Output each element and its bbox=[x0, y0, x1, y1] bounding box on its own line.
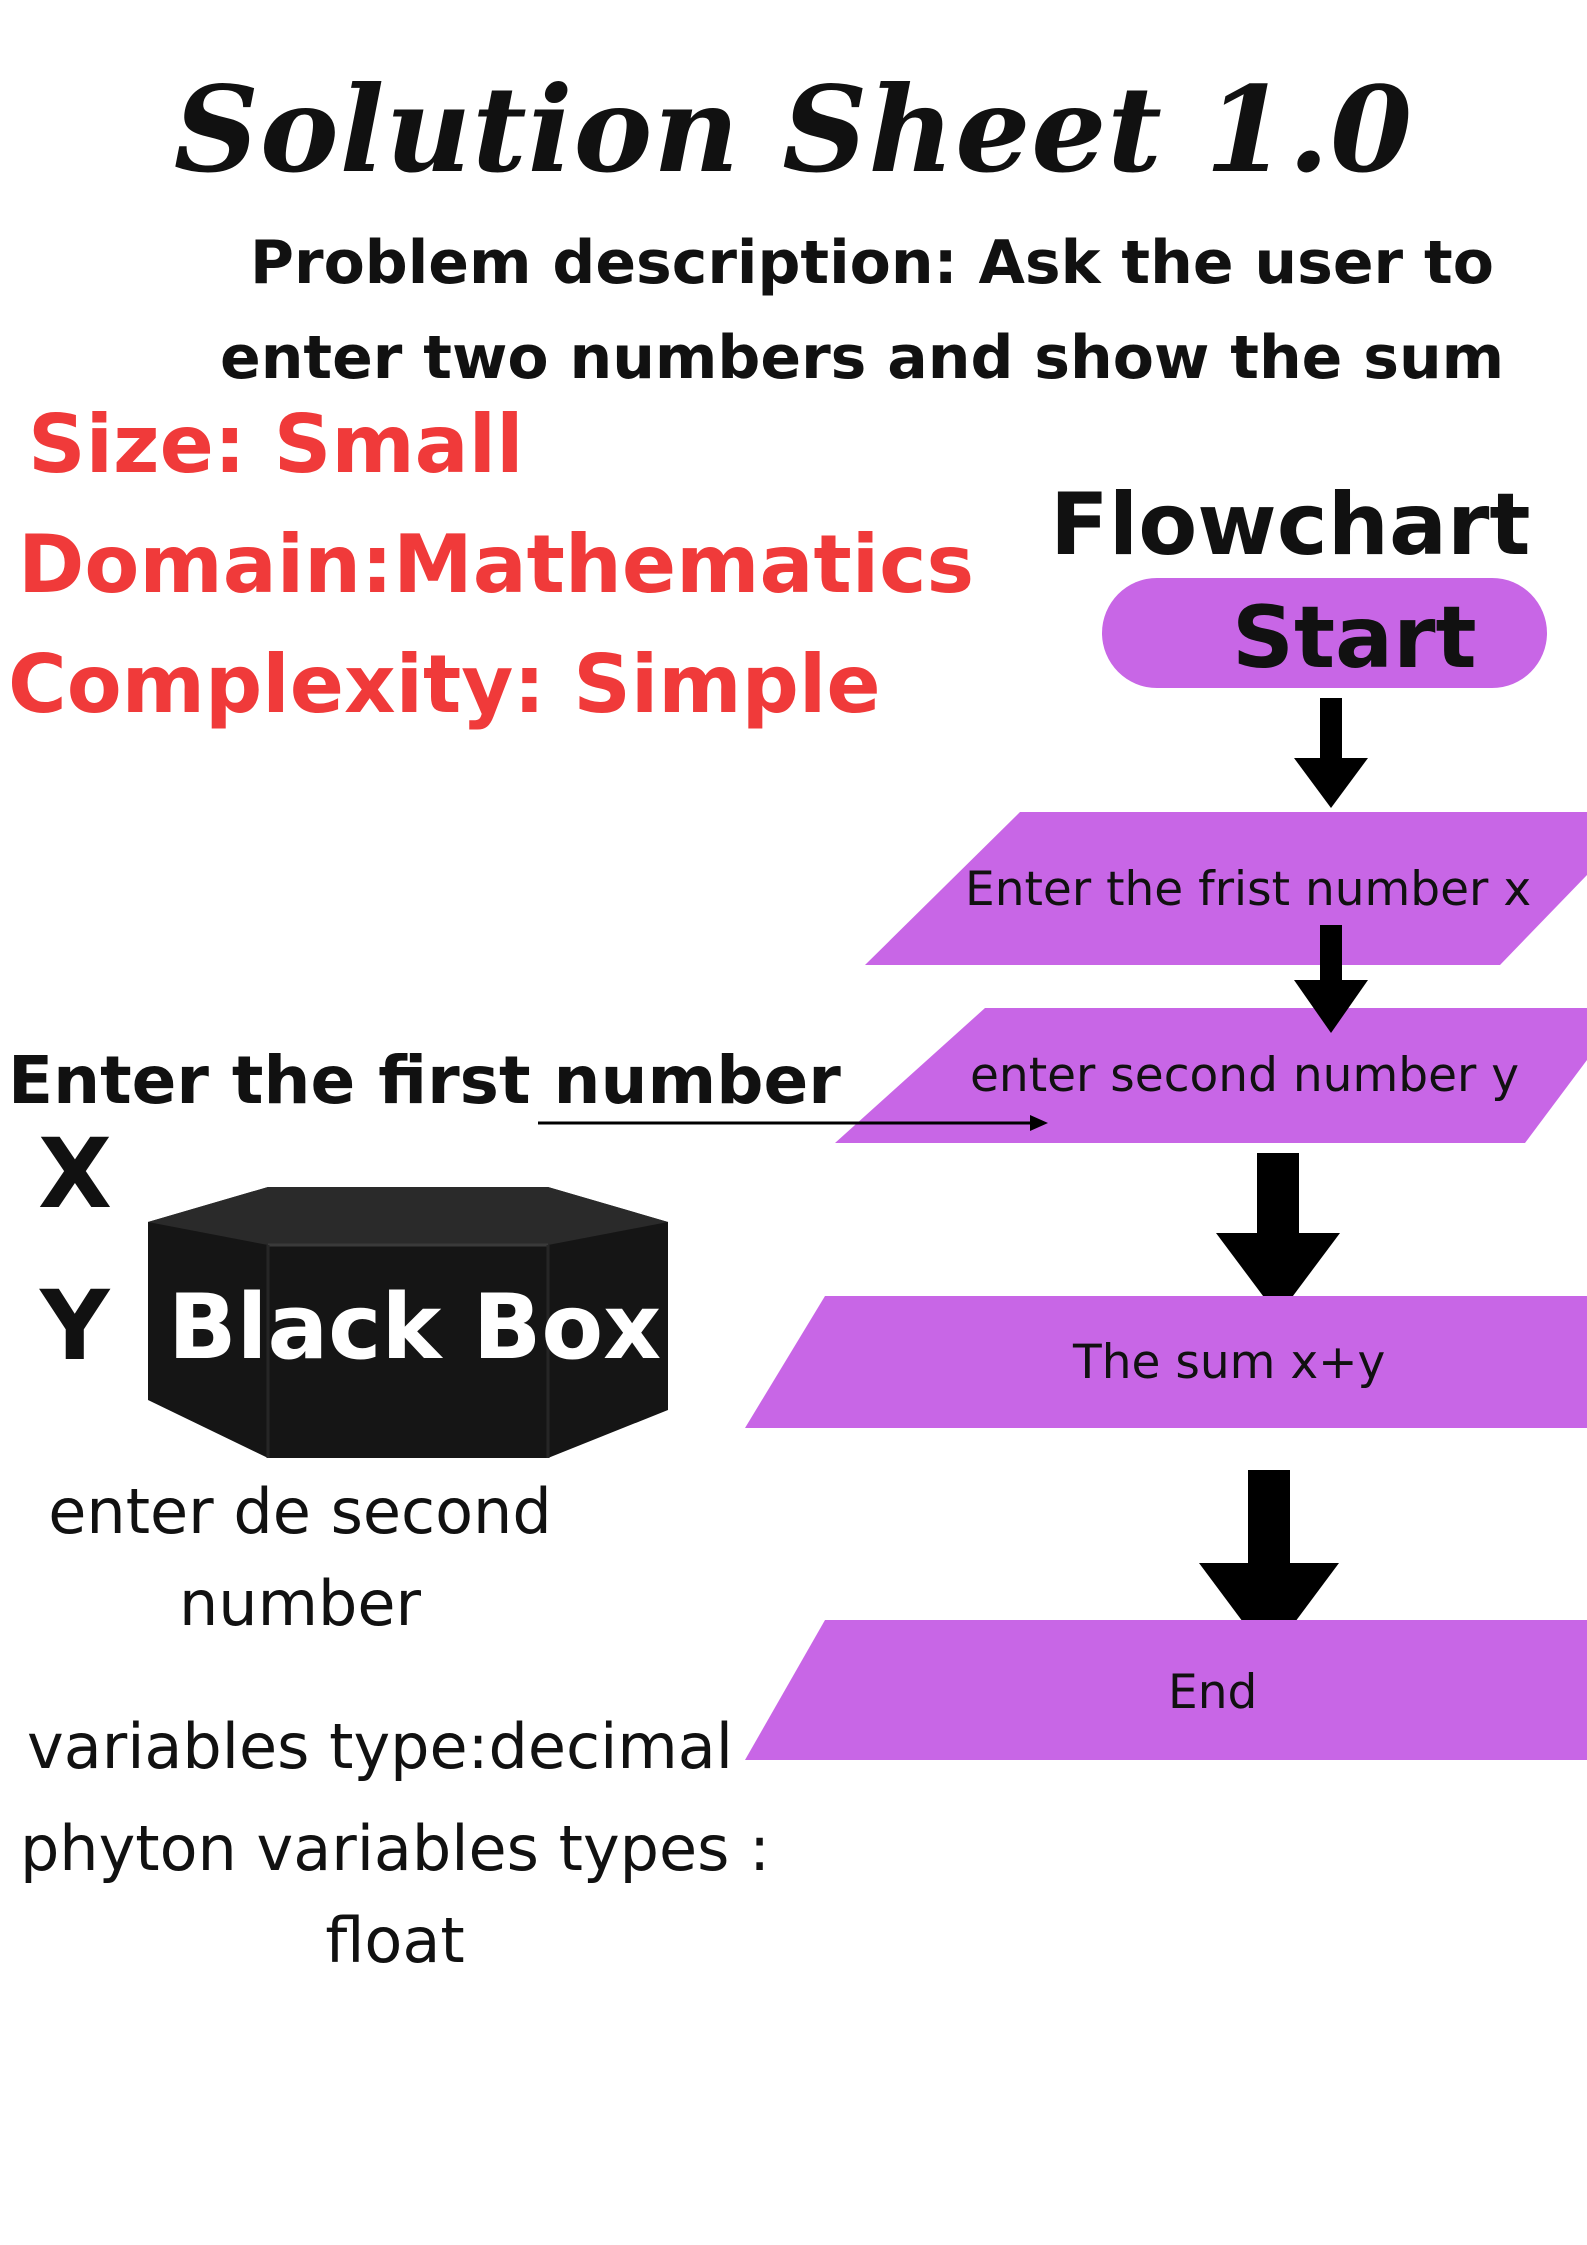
black-box-graphic bbox=[148, 1187, 668, 1458]
step1-label: Enter the frist number x bbox=[965, 862, 1532, 917]
domain-label: Domain:Mathematics bbox=[18, 518, 975, 611]
input-connector-arrow bbox=[538, 1115, 1048, 1131]
python-types-line-1: phyton variables types : bbox=[19, 1812, 771, 1885]
step2-label: enter second number y bbox=[970, 1048, 1520, 1103]
input-x-label: X bbox=[38, 1118, 113, 1230]
arrow-step2-to-step3 bbox=[1216, 1153, 1340, 1316]
arrow-step1-to-step2 bbox=[1294, 925, 1368, 1033]
variables-type-label: variables type:decimal bbox=[27, 1710, 733, 1783]
arrow-step3-to-end bbox=[1199, 1470, 1339, 1657]
step3-parallelogram bbox=[745, 1296, 1587, 1428]
end-parallelogram bbox=[745, 1620, 1587, 1760]
size-label: Size: Small bbox=[28, 398, 524, 491]
second-number-line-2: number bbox=[179, 1567, 421, 1640]
input-y-label: Y bbox=[40, 1270, 110, 1382]
problem-description-line-2: enter two numbers and show the sum bbox=[220, 323, 1505, 393]
start-label: Start bbox=[1232, 588, 1477, 688]
second-number-line-1: enter de second bbox=[48, 1475, 552, 1548]
flowchart-heading: Flowchart bbox=[1050, 475, 1531, 575]
step2-parallelogram bbox=[835, 1008, 1587, 1143]
problem-description-line-1: Problem description: Ask the user to bbox=[250, 228, 1494, 298]
step1-parallelogram bbox=[865, 812, 1587, 965]
python-types-line-2: float bbox=[325, 1904, 465, 1977]
end-label: End bbox=[1168, 1665, 1258, 1720]
step3-label: The sum x+y bbox=[1073, 1335, 1386, 1390]
first-number-label: Enter the first number bbox=[8, 1042, 841, 1119]
start-terminator bbox=[1102, 578, 1547, 688]
complexity-label: Complexity: Simple bbox=[8, 638, 881, 731]
arrow-start-to-step1 bbox=[1294, 698, 1368, 808]
page-title: Solution Sheet 1.0 bbox=[173, 60, 1414, 199]
black-box-label: Black Box bbox=[168, 1275, 662, 1380]
